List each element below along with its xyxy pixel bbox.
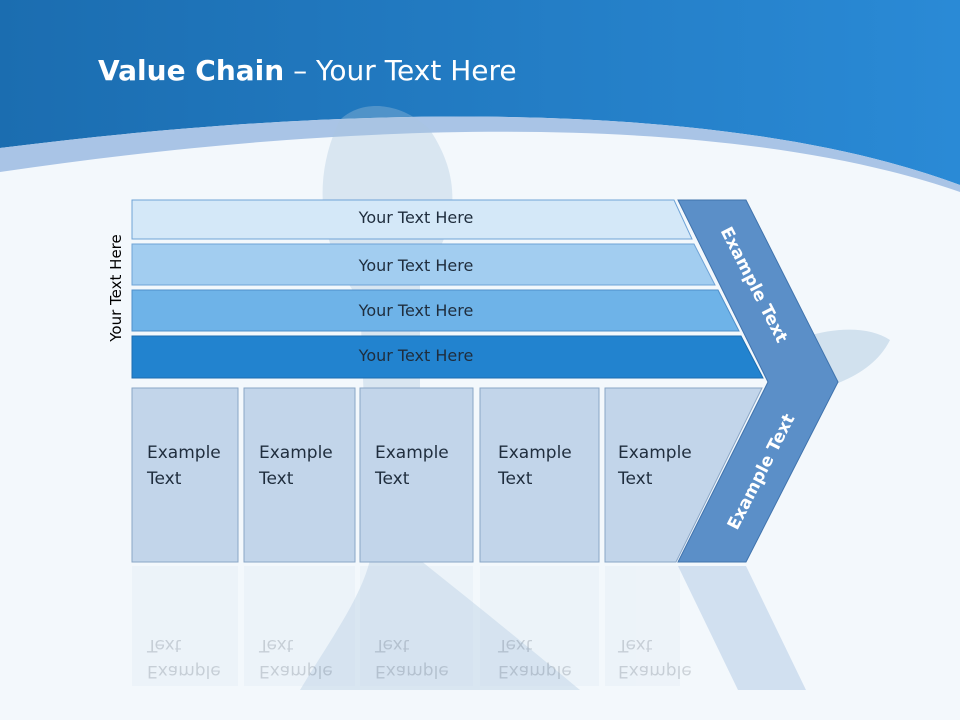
box-5-label: Example Text — [618, 440, 692, 492]
box-5-line1: Example — [618, 443, 692, 463]
box-3-line2: Text — [375, 469, 410, 489]
box-2-line2: Text — [259, 469, 294, 489]
title-rest: – Your Text Here — [284, 54, 517, 87]
box-5 — [604, 387, 763, 563]
bar-3 — [131, 289, 740, 332]
slide-title: Value Chain – Your Text Here — [98, 54, 517, 87]
chevron-reflection — [678, 566, 806, 690]
box-3 — [359, 387, 474, 563]
bar-3-label: Your Text Here — [358, 301, 474, 320]
box-4-line1: Example — [498, 443, 572, 463]
box-3-line1: Example — [375, 443, 449, 463]
bar-2 — [131, 243, 716, 286]
box-1-line2: Text — [147, 469, 182, 489]
title-bold: Value Chain — [98, 54, 285, 87]
box-2 — [243, 387, 356, 563]
box-4-line2: Text — [498, 469, 533, 489]
box-1-line1: Example — [147, 443, 221, 463]
box-2-line1: Example — [259, 443, 333, 463]
bar-1-label: Your Text Here — [358, 208, 474, 227]
bar-1 — [131, 199, 693, 240]
box-4-label: Example Text — [498, 440, 572, 492]
vertical-label: Your Text Here — [107, 234, 125, 342]
box-4 — [479, 387, 600, 563]
chevron-arrow — [677, 199, 839, 563]
box-3-label: Example Text — [375, 440, 449, 492]
header-banner — [0, 0, 960, 192]
bar-4-label: Your Text Here — [358, 346, 474, 365]
bar-4 — [131, 335, 764, 379]
box-5-line2: Text — [618, 469, 653, 489]
box-1 — [131, 387, 239, 563]
box-1-label: Example Text — [147, 440, 221, 492]
box-2-label: Example Text — [259, 440, 333, 492]
bar-2-label: Your Text Here — [358, 256, 474, 275]
